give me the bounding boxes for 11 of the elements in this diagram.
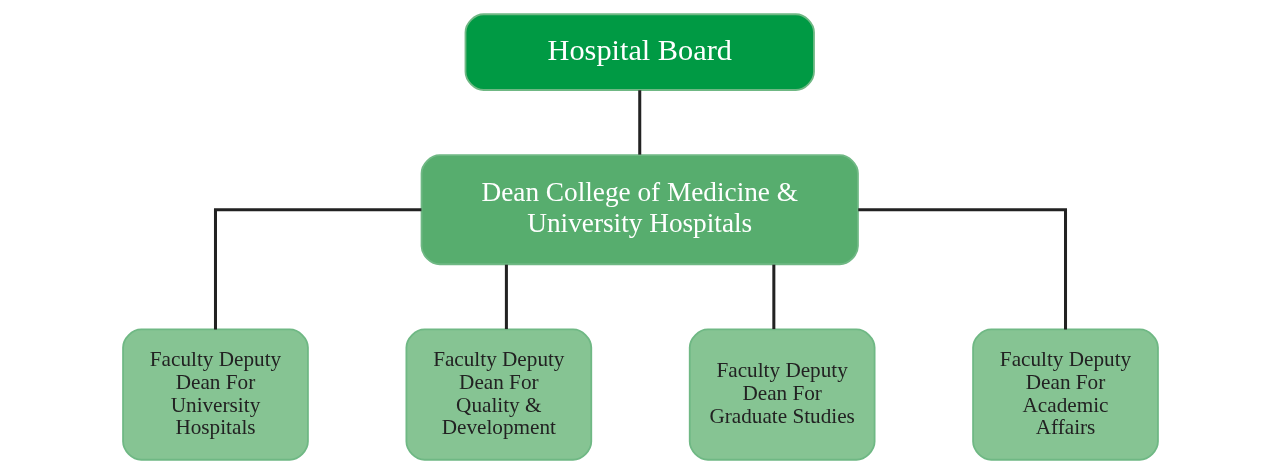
connector: [771, 264, 775, 330]
connector: [857, 208, 1067, 330]
node-box: Faculty Deputy Dean For Graduate Studies: [688, 328, 875, 461]
node-box: Faculty Deputy Dean For Academic Affairs: [971, 328, 1159, 461]
node-box: Dean College of Medicine & University Hospitals: [420, 154, 859, 266]
connector: [213, 208, 421, 330]
connector: [637, 90, 641, 155]
node-box: Faculty Deputy Dean For Quality & Development: [405, 328, 592, 461]
node-box: Faculty Deputy Dean For University Hospitals: [121, 328, 309, 461]
connector: [504, 264, 508, 330]
node-box: Hospital Board: [464, 13, 815, 91]
